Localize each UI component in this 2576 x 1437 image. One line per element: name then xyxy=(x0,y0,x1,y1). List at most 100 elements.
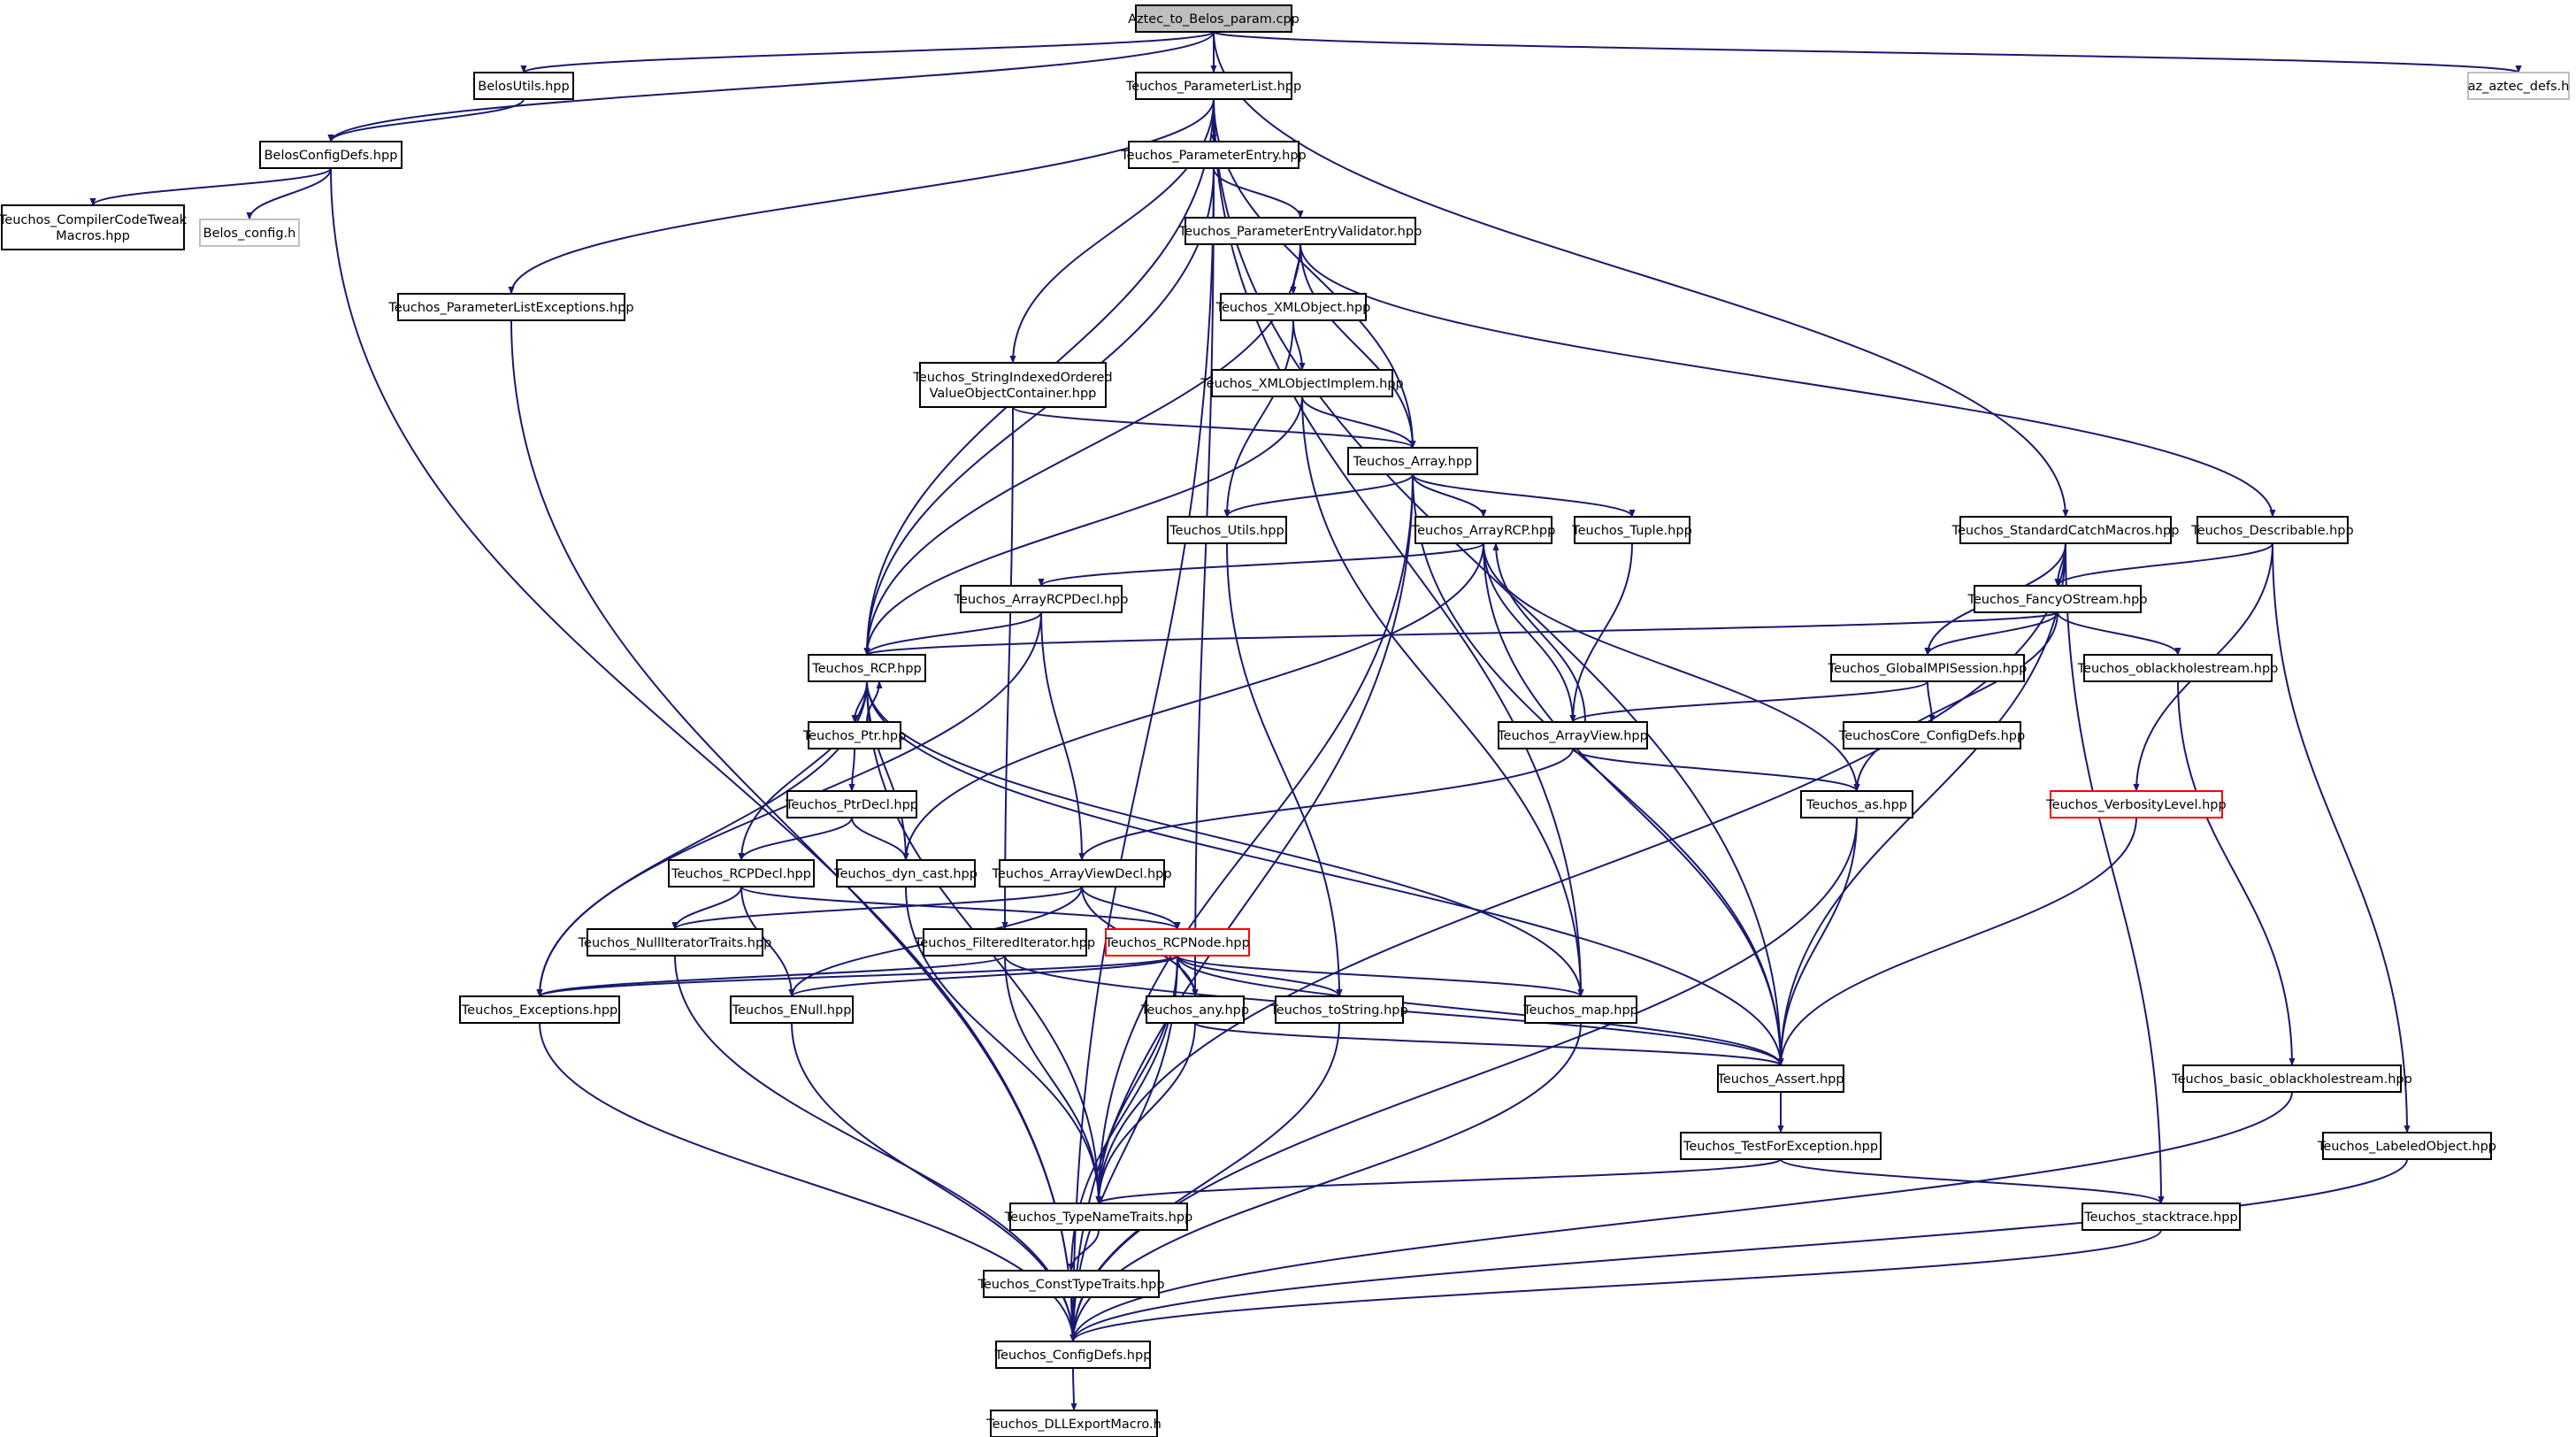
node-globalmpi[interactable]: Teuchos_GlobalMPISession.hpp xyxy=(1828,654,2028,682)
node-utils[interactable]: Teuchos_Utils.hpp xyxy=(1167,516,1287,544)
node-box-arrayview xyxy=(1498,721,1648,749)
edge-paramlist-to-assert xyxy=(1213,98,1784,1066)
node-belosutils[interactable]: BelosUtils.hpp xyxy=(473,72,574,100)
node-arrayview[interactable]: Teuchos_ArrayView.hpp xyxy=(1497,721,1648,749)
node-dllexport[interactable]: Teuchos_DLLExportMacro.h xyxy=(985,1410,1162,1437)
edge-belosconfig-to-compiler xyxy=(89,167,332,206)
node-dyncast[interactable]: Teuchos_dyn_cast.hpp xyxy=(833,859,978,888)
node-label-filtered: Teuchos_FilteredIterator.hpp xyxy=(914,936,1095,950)
node-basicoblack[interactable]: Teuchos_basic_oblackholestream.hpp xyxy=(2171,1064,2412,1093)
edge-ptrdecl-to-dyncast xyxy=(851,817,909,861)
node-any[interactable]: Teuchos_any.hpp xyxy=(1140,995,1249,1024)
node-box-testfor xyxy=(1680,1132,1882,1160)
node-label-enull: Teuchos_ENull.hpp xyxy=(732,1003,852,1018)
node-arrayrcpdecl[interactable]: Teuchos_ArrayRCPDecl.hpp xyxy=(954,585,1129,613)
node-label-stringindexed-line-0: Teuchos_StringIndexedOrdered xyxy=(912,371,1112,385)
node-assert[interactable]: Teuchos_Assert.hpp xyxy=(1716,1064,1844,1093)
edge-aztec-to-belosutils xyxy=(520,31,1215,73)
node-label-xmlobject: Teuchos_XMLObject.hpp xyxy=(1215,301,1371,315)
node-as[interactable]: Teuchos_as.hpp xyxy=(1800,790,1913,818)
node-tuple[interactable]: Teuchos_Tuple.hpp xyxy=(1571,516,1692,544)
node-filtered[interactable]: Teuchos_FilteredIterator.hpp xyxy=(914,928,1095,957)
node-paramentry[interactable]: Teuchos_ParameterEntry.hpp xyxy=(1120,141,1307,169)
node-tostring[interactable]: Teuchos_toString.hpp xyxy=(1269,995,1408,1024)
node-arrayviewdecl[interactable]: Teuchos_ArrayViewDecl.hpp xyxy=(991,859,1172,888)
node-box-utils xyxy=(1167,516,1287,544)
node-xmlimpl[interactable]: Teuchos_XMLObjectImplem.hpp xyxy=(1200,369,1404,397)
node-box-consttype xyxy=(983,1270,1160,1298)
node-stdcatch[interactable]: Teuchos_StandardCatchMacros.hpp xyxy=(1951,516,2180,544)
node-rcp[interactable]: Teuchos_RCP.hpp xyxy=(808,654,926,682)
node-consttype[interactable]: Teuchos_ConstTypeTraits.hpp xyxy=(977,1270,1165,1298)
edge-testfor-to-typename xyxy=(1095,1158,1782,1204)
node-box-ptr xyxy=(808,721,901,749)
edge-array-to-typename xyxy=(1095,473,1414,1204)
node-label-compiler-line-0: Teuchos_CompilerCodeTweak xyxy=(0,213,188,227)
node-belosconfig[interactable]: BelosConfigDefs.hpp xyxy=(259,141,402,169)
edge-rcpnode-to-assert xyxy=(1177,955,1784,1066)
node-box-globalmpi xyxy=(1830,654,2025,682)
node-exceptions[interactable]: Teuchos_Exceptions.hpp xyxy=(459,995,620,1024)
node-stringindexed[interactable]: Teuchos_StringIndexedOrderedValueObjectC… xyxy=(912,362,1113,408)
node-box-filtered xyxy=(923,928,1087,957)
edge-rcp-to-map xyxy=(866,680,1584,997)
node-label-rcp: Teuchos_RCP.hpp xyxy=(811,662,922,676)
node-label-ptrdecl: Teuchos_PtrDecl.hpp xyxy=(785,798,918,812)
node-label-stdcatch: Teuchos_StandardCatchMacros.hpp xyxy=(1951,524,2180,538)
node-oblackhole[interactable]: Teuchos_oblackholestream.hpp xyxy=(2077,654,2279,682)
node-coreconfig[interactable]: TeuchosCore_ConfigDefs.hpp xyxy=(1838,721,2025,749)
node-box-arrayrcpdecl xyxy=(960,585,1123,613)
edge-verbosity-to-assert xyxy=(1777,817,2137,1066)
node-label-as: Teuchos_as.hpp xyxy=(1806,798,1907,812)
node-array[interactable]: Teuchos_Array.hpp xyxy=(1347,447,1478,475)
node-plexceptions[interactable]: Teuchos_ParameterListExceptions.hpp xyxy=(387,293,634,321)
node-box-validator xyxy=(1184,217,1416,245)
edge-arrayrcp-to-as xyxy=(1483,542,1860,792)
node-rcpdecl[interactable]: Teuchos_RCPDecl.hpp xyxy=(668,859,815,888)
edge-rcp-to-rcpdecl xyxy=(738,680,868,861)
edge-arrayview-to-as xyxy=(1572,748,1860,792)
node-box-rcp xyxy=(808,654,926,682)
node-typename[interactable]: Teuchos_TypeNameTraits.hpp xyxy=(1004,1203,1192,1231)
node-describable[interactable]: Teuchos_Describable.hpp xyxy=(2190,516,2354,544)
node-box-basicoblack xyxy=(2182,1064,2402,1093)
node-box-fancy xyxy=(1974,585,2142,613)
node-label-xmlimpl: Teuchos_XMLObjectImplem.hpp xyxy=(1200,377,1403,391)
edge-rcp-to-assert xyxy=(866,680,1784,1066)
node-validator[interactable]: Teuchos_ParameterEntryValidator.hpp xyxy=(1178,217,1422,245)
edge-ptr-to-ptrdecl xyxy=(848,748,855,792)
node-ptrdecl[interactable]: Teuchos_PtrDecl.hpp xyxy=(785,790,918,818)
node-ptr[interactable]: Teuchos_Ptr.hpp xyxy=(802,721,907,749)
edge-xmlimpl-to-array xyxy=(1301,396,1416,449)
node-nulliter[interactable]: Teuchos_NullIteratorTraits.hpp xyxy=(578,928,772,957)
node-label-rcpnode: Teuchos_RCPNode.hpp xyxy=(1104,936,1250,950)
node-paramlist[interactable]: Teuchos_ParameterList.hpp xyxy=(1125,72,1301,100)
node-label-array: Teuchos_Array.hpp xyxy=(1353,455,1473,469)
node-testfor[interactable]: Teuchos_TestForException.hpp xyxy=(1680,1132,1882,1160)
node-aztec[interactable]: Aztec_to_Belos_param.cpp xyxy=(1128,4,1300,33)
edge-validator-to-describable xyxy=(1300,243,2276,518)
node-xmlobject[interactable]: Teuchos_XMLObject.hpp xyxy=(1215,293,1371,321)
node-belosconfigh: Belos_config.h xyxy=(199,219,300,247)
node-verbosity[interactable]: Teuchos_VerbosityLevel.hpp xyxy=(2045,790,2227,818)
node-fancy[interactable]: Teuchos_FancyOStream.hpp xyxy=(1966,585,2148,613)
node-enull[interactable]: Teuchos_ENull.hpp xyxy=(730,995,854,1024)
node-rcpnode[interactable]: Teuchos_RCPNode.hpp xyxy=(1104,928,1250,957)
node-box-dyncast xyxy=(836,859,976,888)
node-stacktrace[interactable]: Teuchos_stacktrace.hpp xyxy=(2082,1203,2241,1231)
node-labeled[interactable]: Teuchos_LabeledObject.hpp xyxy=(2317,1132,2496,1160)
node-arrayrcp[interactable]: Teuchos_ArrayRCP.hpp xyxy=(1411,516,1556,544)
node-label-basicoblack: Teuchos_basic_oblackholestream.hpp xyxy=(2171,1072,2412,1087)
node-label-typename: Teuchos_TypeNameTraits.hpp xyxy=(1004,1210,1192,1225)
edge-any-to-assert xyxy=(1194,1022,1784,1066)
node-box-labeled xyxy=(2322,1132,2492,1160)
node-configdefs[interactable]: Teuchos_ConfigDefs.hpp xyxy=(994,1341,1152,1369)
edge-aztec-to-belosconfig xyxy=(327,31,1215,142)
edge-rcpdecl-to-rcpnode xyxy=(740,886,1181,930)
node-box-verbosity xyxy=(2050,790,2223,818)
node-map[interactable]: Teuchos_map.hpp xyxy=(1522,995,1638,1024)
node-label-arrayrcpdecl: Teuchos_ArrayRCPDecl.hpp xyxy=(954,593,1129,607)
node-label-azaztec: az_aztec_defs.h xyxy=(2468,80,2570,94)
edge-filtered-to-exceptions xyxy=(536,955,1006,997)
